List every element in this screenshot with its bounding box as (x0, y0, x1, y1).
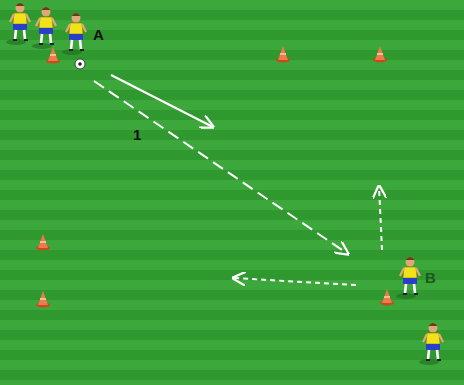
pass-arrow (94, 81, 348, 254)
pass-option-arrow (379, 186, 382, 250)
player (62, 13, 86, 55)
callout-number: 1 (133, 127, 141, 142)
cone (373, 46, 387, 63)
cone (276, 46, 290, 63)
cone (380, 289, 394, 306)
cone (46, 47, 60, 64)
cone (36, 234, 50, 251)
player (6, 3, 30, 45)
player-label: B (425, 270, 436, 285)
run-arrow (111, 75, 213, 127)
pass-option-arrow (233, 278, 356, 285)
player (419, 323, 443, 365)
cone (36, 291, 50, 308)
player-group-label: A (93, 27, 104, 42)
player (32, 7, 56, 49)
ball (75, 59, 85, 69)
player (396, 257, 420, 299)
